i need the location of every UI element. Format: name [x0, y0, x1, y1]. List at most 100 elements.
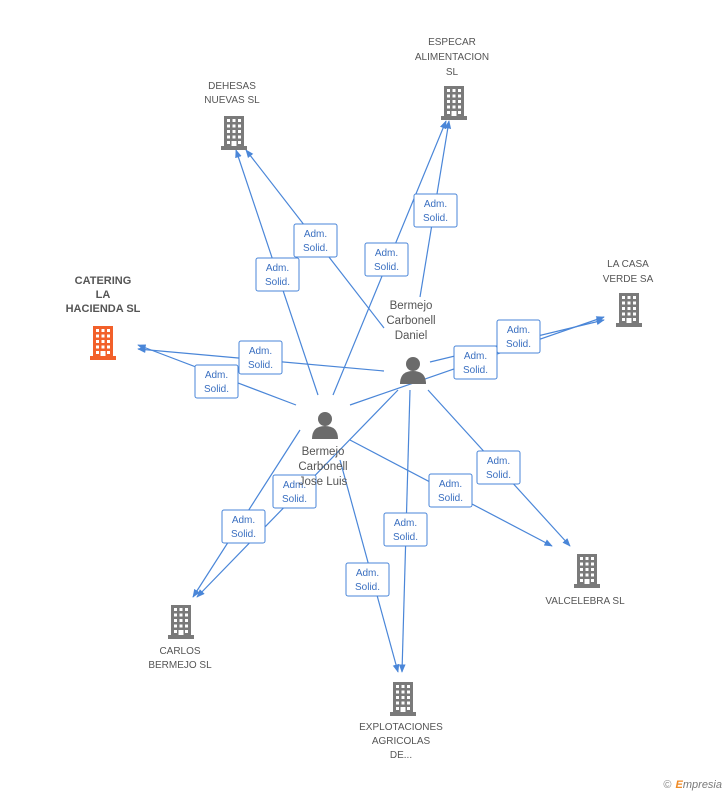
relation-labels-layer: Adm. Solid. Adm. Solid. Adm. Solid. Adm. Solid.…: [194, 193, 541, 597]
relation-type-text: Solid.: [231, 529, 256, 540]
relation-role-text: Adm.: [232, 515, 255, 526]
relation-type-text: Solid.: [423, 213, 448, 224]
relation-label-jose-explotaciones[interactable]: Adm. Solid.: [345, 562, 390, 597]
company-name-carlos-line: BERMEJO SL: [148, 660, 212, 671]
relation-label-daniel-lacasa[interactable]: Adm. Solid.: [496, 319, 541, 354]
relation-label-box[interactable]: [255, 257, 300, 292]
person-icon-daniel[interactable]: [400, 357, 426, 384]
company-name-lacasa[interactable]: LA CASA VERDE SA: [603, 259, 654, 285]
person-icon-jose[interactable]: [312, 412, 338, 439]
company-name-especar[interactable]: ESPECAR ALIMENTACION SL: [415, 37, 489, 78]
person-name-jose-line: Carbonell: [298, 461, 347, 473]
company-name-especar-line: ALIMENTACION: [415, 52, 489, 63]
relation-role-text: Adm.: [266, 263, 289, 274]
relation-role-text: Adm.: [487, 456, 510, 467]
company-name-valcelebra-line: VALCELEBRA SL: [545, 596, 625, 607]
company-name-lacasa-line: LA CASA: [607, 259, 649, 270]
relation-label-box[interactable]: [364, 242, 409, 277]
relation-label-box[interactable]: [194, 364, 239, 399]
relation-type-text: Solid.: [463, 365, 488, 376]
relation-label-daniel-catering[interactable]: Adm. Solid.: [238, 340, 283, 375]
relation-label-box[interactable]: [221, 509, 266, 544]
relation-label-box[interactable]: [453, 345, 498, 380]
relation-type-text: Solid.: [486, 470, 511, 481]
relation-label-jose-carlos[interactable]: Adm. Solid.: [221, 509, 266, 544]
relation-type-text: Solid.: [438, 493, 463, 504]
relation-label-box[interactable]: [428, 473, 473, 508]
nodes-layer: CATERING LA HACIENDA SL DEHESAS NUEVAS SL ESP…: [66, 37, 654, 761]
relation-label-box[interactable]: [345, 562, 390, 597]
relation-label-box[interactable]: [476, 450, 521, 485]
relation-label-daniel-carlos[interactable]: Adm.Solid.: [272, 474, 317, 509]
relation-role-text: Adm.: [464, 351, 487, 362]
company-name-dehesas-line: NUEVAS SL: [204, 95, 260, 106]
building-icon-catering[interactable]: [90, 326, 116, 360]
relation-label-box[interactable]: [413, 193, 458, 228]
relation-label-jose-dehesas[interactable]: Adm. Solid.: [255, 257, 300, 292]
company-name-catering-line: CATERING: [75, 275, 132, 287]
relation-role-text: Adm.: [394, 518, 417, 529]
relation-type-text: Solid.: [282, 494, 307, 505]
relation-role-text: Adm.: [507, 325, 530, 336]
relation-label-box[interactable]: [238, 340, 283, 375]
company-name-dehesas[interactable]: DEHESAS NUEVAS SL: [204, 81, 260, 106]
relation-type-text: Solid.: [355, 582, 380, 593]
relation-type-text: Solid.: [248, 360, 273, 371]
relation-type-text: Solid.: [374, 262, 399, 273]
brand-initial: E: [675, 779, 683, 791]
building-icon-lacasa[interactable]: [616, 293, 642, 327]
relation-label-daniel-explotaciones[interactable]: Adm. Solid.: [383, 512, 428, 547]
relation-role-text: Adm.: [356, 568, 379, 579]
company-name-especar-line: SL: [446, 67, 459, 78]
copyright-footer: ©Empresia: [663, 779, 722, 791]
relation-type-text: Solid.: [506, 339, 531, 350]
relation-label-daniel-especar[interactable]: Adm. Solid.: [413, 193, 458, 228]
relation-label-jose-lacasa[interactable]: Adm. Solid.: [453, 345, 498, 380]
relation-type-text: Solid.: [204, 384, 229, 395]
building-icon-dehesas[interactable]: [221, 116, 247, 150]
company-name-explotaciones-line: AGRICOLAS: [372, 736, 431, 747]
relation-role-text: Adm.: [249, 346, 272, 357]
company-name-dehesas-line: DEHESAS: [208, 81, 256, 92]
building-icon-explotaciones[interactable]: [390, 682, 416, 716]
relation-type-text: Solid.: [265, 277, 290, 288]
relation-label-daniel-dehesas[interactable]: Adm. Solid.: [293, 223, 338, 258]
relation-role-text: Adm.: [424, 199, 447, 210]
relation-type-text: Solid.: [393, 532, 418, 543]
person-name-jose-line: Jose Luis: [299, 476, 348, 488]
building-icon-especar[interactable]: [441, 86, 467, 120]
building-icon-carlos[interactable]: [168, 605, 194, 639]
building-icon-valcelebra[interactable]: [574, 554, 600, 588]
relation-role-text: Adm.: [304, 229, 327, 240]
relation-label-daniel-valcelebra[interactable]: Adm. Solid.: [476, 450, 521, 485]
company-name-carlos-line: CARLOS: [159, 646, 200, 657]
person-name-daniel-line: Daniel: [395, 330, 428, 342]
company-name-catering-line: LA: [96, 289, 111, 301]
company-name-explotaciones-line: EXPLOTACIONES: [359, 722, 443, 733]
company-name-valcelebra[interactable]: VALCELEBRA SL: [545, 596, 625, 607]
relation-label-jose-especar[interactable]: Adm.Solid.: [364, 242, 409, 277]
brand-name: mpresia: [682, 779, 722, 791]
relation-role-text: Adm.: [205, 370, 228, 381]
company-name-catering[interactable]: CATERING LA HACIENDA SL: [66, 275, 141, 315]
relation-label-box[interactable]: [383, 512, 428, 547]
relation-label-box[interactable]: [293, 223, 338, 258]
company-name-catering-line: HACIENDA SL: [66, 303, 141, 315]
relation-label-jose-catering[interactable]: Adm. Solid.: [194, 364, 239, 399]
company-name-lacasa-line: VERDE SA: [603, 274, 654, 285]
relation-label-box[interactable]: [272, 474, 317, 509]
company-name-carlos[interactable]: CARLOS BERMEJO SL: [148, 646, 212, 671]
copyright-icon: ©: [663, 779, 672, 791]
relation-role-text: Adm.: [439, 479, 462, 490]
relation-type-text: Solid.: [303, 243, 328, 254]
person-name-daniel-line: Carbonell: [386, 315, 435, 327]
relation-label-box[interactable]: [496, 319, 541, 354]
company-name-explotaciones-line: DE...: [390, 750, 412, 761]
person-name-daniel-line: Bermejo: [390, 300, 433, 312]
company-name-especar-line: ESPECAR: [428, 37, 476, 48]
relation-label-jose-valcelebra[interactable]: Adm. Solid.: [428, 473, 473, 508]
company-name-explotaciones[interactable]: EXPLOTACIONES AGRICOLAS DE...: [359, 722, 443, 761]
